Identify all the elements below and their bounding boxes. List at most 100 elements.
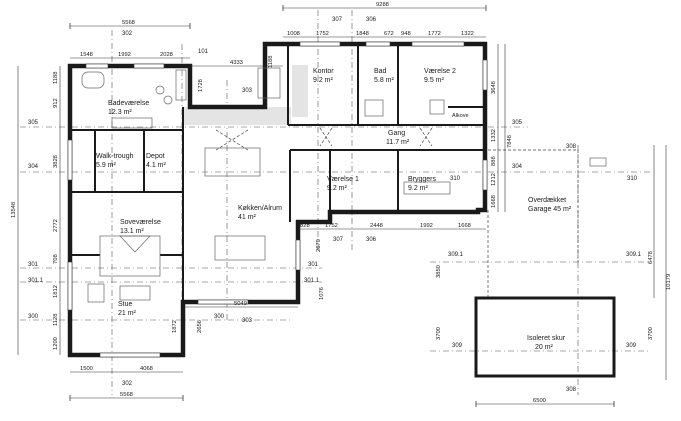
room-walk-trough-name: Walk-trough [96,153,134,160]
dim-mid-5: 1668 [458,223,471,229]
dim-top-5: 948 [401,31,411,37]
dimension-top: 9288 1008 1752 1848 672 948 1772 1322 55… [69,2,487,67]
dim-left-v1: 1188 [53,72,59,84]
interior-walls [70,44,485,302]
room-sovevaerelse-name: Soveværelse [120,219,161,226]
dim-bottom-total: 5568 [120,392,133,398]
dim-garage-seg1: 3850 [436,265,442,278]
room-depot-name: Depot [146,153,165,160]
dim-right-v5: 1668 [491,195,497,208]
room-badevaerelse-name: Badeværelse [108,100,149,107]
room-stue-name: Stue [118,301,133,308]
axis-306-top: 306 [366,17,377,23]
dim-garage-seg2: 3700 [436,327,442,340]
axis-309-1-right: 309.1 [626,252,642,258]
dim-left-total: 13548 [11,202,17,218]
dim-2670: 2670 [316,239,322,252]
room-bad-area: 5.8 m² [374,77,395,84]
dim-garage-upper: 6478 [648,251,654,264]
dim-left-v2: 912 [53,98,59,108]
room-badevaerelse-area: 12.3 m² [108,109,132,116]
dim-1076: 1076 [319,287,325,300]
dim-bottom-2: 4068 [140,366,153,372]
dim-left-v3: 3828 [53,155,59,168]
dim-mid-3: 2448 [370,223,383,229]
axis-101: 101 [198,49,209,55]
room-kokken-area: 41 m² [238,214,257,221]
dim-left-v7: 1128 [53,314,59,326]
dim-bottom-1: 1500 [80,366,93,372]
room-skur-area: 20 m² [535,344,554,351]
room-bryggers-name: Bryggers [408,176,437,183]
dim-right-total: 7848 [507,135,513,148]
room-stue-area: 21 m² [118,310,137,317]
dim-1188b: 1188 [268,56,274,68]
axis-306-bottom: 306 [366,237,377,243]
room-kontor-name: Kontor [313,68,334,75]
room-sovevaerelse-area: 13.1 m² [120,228,144,235]
room-gang-name: Gang [388,130,405,137]
axis-304-right: 304 [512,164,523,170]
room-kokken-name: Køkken/Alrum [238,205,282,212]
axis-308-top: 308 [566,144,577,150]
dim-2656: 2656 [197,320,203,333]
dim-mid-4: 1992 [420,223,433,229]
dim-right-v3: 888 [491,156,497,166]
dim-garage-seg3: 3700 [648,327,654,340]
axis-302-bottom: 302 [122,381,133,387]
dim-left-top-total: 5568 [122,20,135,26]
dim-top-1: 1008 [287,31,300,37]
room-garage-area: Garage 45 m² [528,206,572,213]
dimension-mid-bottom: 828 1752 2448 1992 1668 5049 1500 4068 5… [69,223,615,407]
room-bad-name: Bad [374,68,387,75]
garage-outline [487,149,579,298]
windows [67,41,488,358]
axis-labels: 302 302 101 303 303 307 307 306 306 305 … [28,17,642,393]
dim-top-3: 1848 [356,31,369,37]
axis-301-1-right: 301.1 [304,278,320,284]
axis-300-left: 300 [28,314,39,320]
dim-left-v6: 1812 [53,285,59,298]
room-vaerelse1-name: Værelse 1 [327,176,359,183]
dim-1728: 1728 [198,79,204,92]
shed-outline [474,296,616,378]
dim-kitchen-bottom: 5049 [234,301,247,307]
dim-left-top-3: 2028 [160,52,173,58]
room-bryggers-area: 9.2 m² [408,185,429,192]
furniture [81,67,607,303]
exterior-walls [67,41,488,358]
axis-303-bottom: 303 [242,318,253,324]
dim-garage-total: 10179 [666,274,672,290]
axis-304-left: 304 [28,164,39,170]
axis-307-bottom: 307 [333,237,344,243]
room-vaerelse2-area: 9.5 m² [424,77,445,84]
room-depot-area: 4.1 m² [146,162,167,169]
dim-left-top-1: 1548 [80,52,93,58]
room-skur-name: Isoleret skur [527,335,566,342]
axis-301-right: 301 [308,262,319,268]
axis-301-1-left: 301.1 [28,278,44,284]
dimension-right: 3648 1332 888 1212 1668 7848 10179 6478 … [436,44,672,380]
room-vaerelse2-name: Værelse 2 [424,68,456,75]
axis-300-right: 300 [214,314,225,320]
dim-left-v4: 2772 [53,219,59,232]
dimension-left: 13548 1188 912 3828 2772 708 1812 1128 1… [11,56,325,355]
axis-301-left: 301 [28,262,39,268]
dim-left-top-2: 1992 [118,52,131,58]
dim-mid-2: 1752 [325,223,338,229]
axis-303-top: 303 [242,88,253,94]
axis-305-left: 305 [28,120,39,126]
dim-right-v4: 1212 [491,173,497,186]
room-alkove-name: Alkove [452,113,469,119]
dim-right-v2: 1332 [491,129,497,142]
dim-mid-1: 828 [300,223,310,229]
dim-4333: 4333 [230,60,243,66]
axis-309-left: 309 [452,343,463,349]
axis-308-bottom: 308 [566,387,577,393]
axis-302-top: 302 [122,31,133,37]
dim-right-v1: 3648 [491,81,497,94]
dim-top-7: 1322 [461,31,474,37]
room-walk-trough-area: 5.9 m² [96,162,117,169]
room-garage-name: Overdækket [528,197,566,204]
